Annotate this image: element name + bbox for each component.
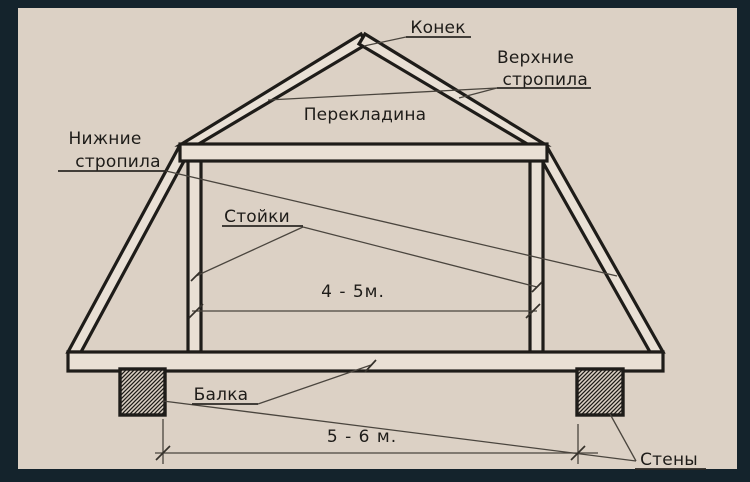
dimension-tick [155,445,171,461]
leader-tick [364,359,377,373]
leader-wall-left [162,400,637,462]
dimension-span-width [155,419,598,464]
structure [65,31,666,417]
label-crossbar: Перекладина [304,105,427,125]
leader-tick [531,281,543,293]
dimension-tick [570,445,586,461]
leader-post-right [302,226,538,288]
crossbar-beam [178,142,549,163]
labels: Конек Верхние стропила Перекладина Нижни… [58,18,706,470]
wall-pier-left [118,367,167,417]
label-upper-rafters-line1: Верхние [497,48,574,68]
dimension-tick [525,303,541,319]
leader-wall-right [609,413,637,462]
label-lower-rafters-line2: стропила [75,152,161,172]
label-beam: Балка [194,385,249,405]
leader-upper-rafter-left [267,87,498,101]
label-lower-rafters-line1: Нижние [69,129,142,149]
dimension-value-span: 5 - 6 м. [327,427,397,447]
post-left [186,158,203,354]
leader-ridge [363,36,407,47]
label-ridge: Конек [410,18,465,38]
leader-upper-rafter-right [458,87,498,99]
wall-pier-right [575,367,625,417]
dimension-room-width [188,303,541,319]
dimension-value-room: 4 - 5м. [321,282,385,302]
dimension-tick [188,303,204,319]
leader-tick [190,270,202,282]
label-upper-rafters-line2: стропила [503,70,589,90]
label-walls: Стены [640,450,698,470]
leader-beam [257,364,372,405]
leader-post-left [195,226,304,277]
label-posts: Стойки [224,207,290,227]
leader-lower-rafters [165,170,618,277]
leader-lines [162,36,637,462]
